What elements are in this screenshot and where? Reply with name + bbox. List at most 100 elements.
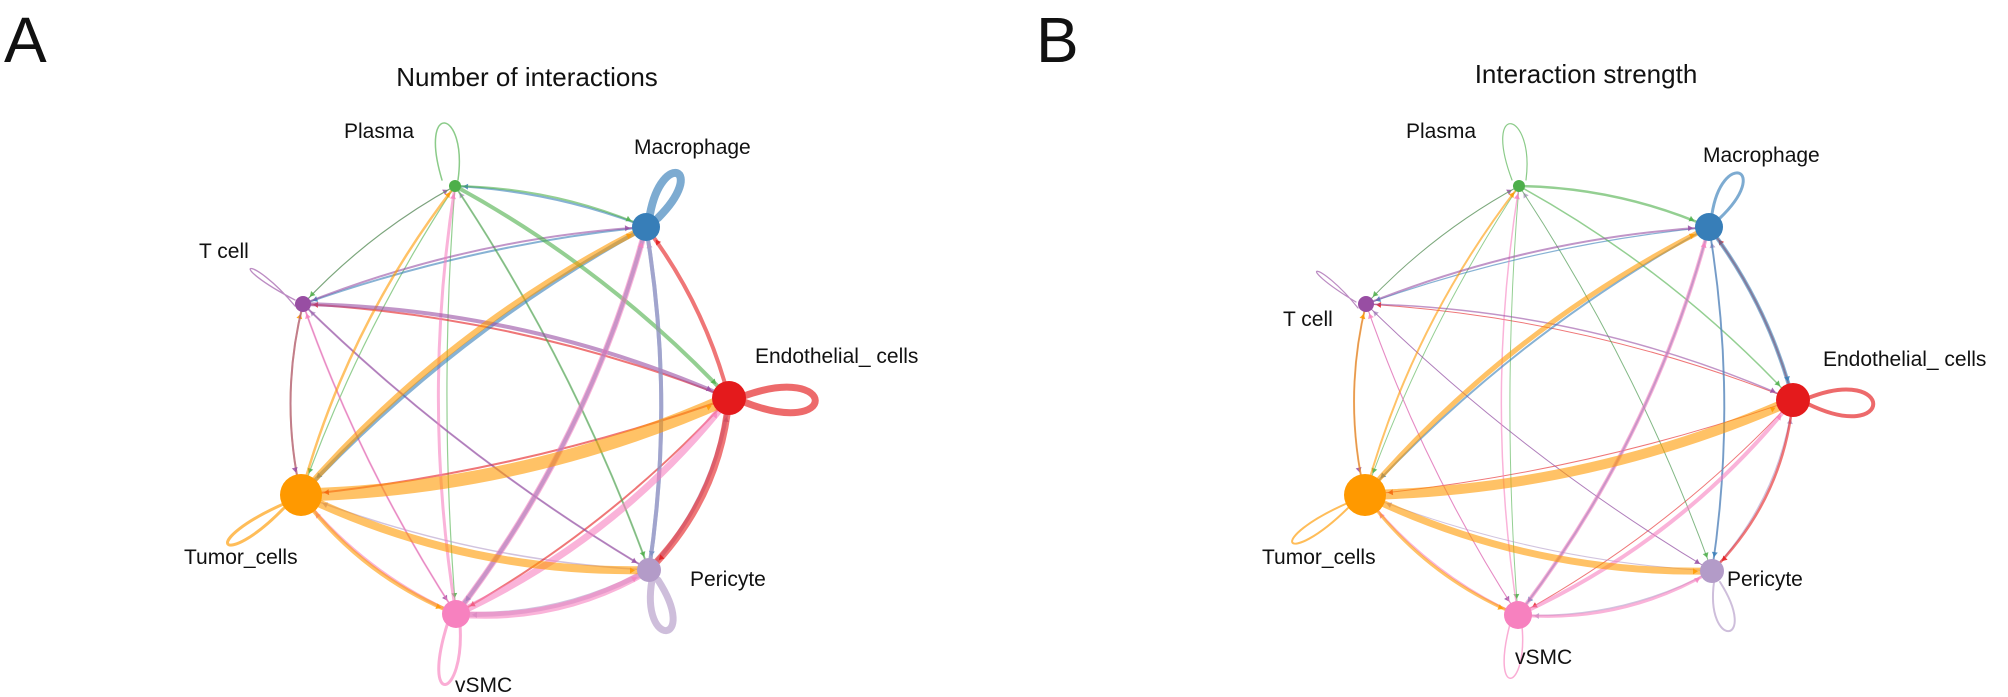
edge-tcell-to-tumor [289, 303, 304, 496]
self-loop-plasma [1502, 123, 1528, 181]
arrowhead-plasma-to-tcell [309, 290, 316, 297]
node-endo [712, 381, 746, 415]
edge-tcell-to-endo [301, 302, 731, 400]
arrowhead-tcell-to-pericyte [1694, 558, 1700, 564]
node-label-tumor-cells: Tumor_cells [1262, 546, 1376, 569]
panel-b: B Interaction strength Plasma Macrophage… [1036, 4, 1986, 679]
self-loop-vsmc [437, 620, 462, 686]
arrowhead-pericyte-to-macrophage [646, 242, 653, 249]
arrowhead-tumor-to-pericyte [629, 567, 636, 574]
node-label-tumor-cells: Tumor_cells [184, 546, 298, 569]
edge-tcell-to-plasma [302, 185, 456, 305]
edge-tumor-to-plasma [299, 184, 457, 497]
edge-vsmc-to-tcell [302, 303, 457, 615]
edge-tumor-to-vsmc [1363, 493, 1520, 617]
self-loop-tumor [226, 500, 290, 547]
arrowhead-tumor-to-endo [705, 405, 712, 411]
arrowhead-tumor-to-macrophage [1688, 233, 1695, 240]
edge-vsmc-to-pericyte [1516, 569, 1714, 618]
edge-plasma-to-vsmc [446, 185, 457, 615]
edge-endo-to-vsmc [1517, 399, 1794, 616]
node-tumor [280, 474, 322, 516]
arrowhead-tumor-to-endo [1769, 406, 1776, 413]
node-label-vsmc: vSMC [455, 674, 512, 697]
arrowhead-macrophage-to-endo [1784, 376, 1790, 382]
edge-tcell-to-vsmc [302, 303, 457, 615]
edge-tumor-to-plasma [1364, 185, 1520, 496]
panel-b-letter: B [1036, 4, 1079, 76]
self-loop-endo [740, 383, 819, 417]
edge-vsmc-to-endo [1516, 398, 1795, 617]
arrowhead-tcell-to-macrophage [1687, 225, 1694, 232]
edge-tumor-to-macrophage [298, 224, 649, 498]
arrowhead-tumor-to-plasma [1508, 192, 1515, 199]
arrowhead-tumor-to-pericyte [1692, 568, 1699, 575]
arrowhead-tumor-to-vsmc [1497, 604, 1504, 610]
panel-a: A Number of interactions Plasma Macropha… [4, 4, 918, 697]
node-endo [1776, 383, 1810, 417]
panel-b-edges [1353, 184, 1798, 620]
arrowhead-tcell-to-pericyte [631, 557, 637, 563]
arrowhead-endo-to-pericyte [658, 554, 665, 561]
panel-b-nodes [1344, 180, 1810, 629]
arrowhead-tcell-to-tumor [291, 467, 298, 473]
edge-endo-to-tcell [1365, 303, 1794, 401]
arrowhead-vsmc-to-endo [1775, 414, 1782, 421]
edge-plasma-to-vsmc [1509, 185, 1520, 616]
edge-vsmc-to-endo [452, 394, 733, 618]
edge-tcell-to-endo [1365, 303, 1794, 401]
arrowhead-plasma-to-tcell [1372, 291, 1379, 297]
edge-endo-to-pericyte [1710, 398, 1795, 573]
self-loop-tumor [1291, 501, 1351, 545]
panel-a-nodes [280, 180, 746, 628]
node-tumor [1344, 474, 1386, 516]
edge-endo-to-tumor [1364, 399, 1794, 496]
node-label-endothelial-cells: Endothelial_ cells [755, 345, 918, 368]
node-label-pericyte: Pericyte [1727, 568, 1803, 591]
edge-plasma-to-endo [453, 184, 731, 400]
arrowhead-tcell-to-macrophage [624, 225, 631, 232]
edge-tumor-to-endo [294, 391, 736, 502]
node-label-plasma: Plasma [344, 120, 414, 143]
edge-macrophage-to-tcell [302, 226, 647, 305]
panel-a-node-labels: Plasma Macrophage T cell Endothelial_ ce… [184, 120, 918, 697]
edge-tumor-to-vsmc [299, 493, 458, 616]
edge-vsmc-to-tumor [299, 493, 458, 616]
node-macrophage [1695, 213, 1723, 241]
edge-tcell-to-pericyte [302, 303, 650, 571]
arrowhead-tumor-to-vsmc [435, 603, 442, 609]
node-pericyte [1700, 559, 1724, 583]
edge-vsmc-to-macrophage [453, 224, 649, 617]
self-loop-pericyte [1712, 581, 1736, 633]
arrowhead-plasma-to-macrophage [1688, 215, 1695, 222]
node-tcell [295, 296, 311, 312]
edge-tumor-to-pericyte [297, 491, 653, 575]
self-loop-tcell [1315, 270, 1359, 309]
arrowhead-vsmc-to-macrophage [1700, 242, 1707, 249]
panel-b-self-loops [1291, 123, 1876, 679]
panel-a-self-loops [226, 122, 819, 686]
edge-endo-to-tcell [302, 303, 730, 399]
node-label-macrophage: Macrophage [1703, 144, 1820, 167]
node-label-pericyte: Pericyte [690, 568, 766, 591]
node-label-t-cell: T cell [199, 240, 249, 263]
panel-a-letter: A [4, 4, 47, 76]
edge-vsmc-to-macrophage [1516, 225, 1711, 617]
arrowhead-tcell-to-endo [705, 385, 712, 392]
node-label-vsmc: vSMC [1515, 646, 1572, 669]
edge-tcell-to-pericyte [1365, 303, 1713, 572]
edge-tcell-to-macrophage [302, 226, 647, 305]
node-macrophage [632, 213, 660, 241]
edge-plasma-to-macrophage [1517, 184, 1711, 229]
arrowhead-vsmc-to-pericyte [1694, 578, 1700, 584]
edge-vsmc-to-pericyte [452, 566, 653, 619]
arrowhead-plasma-to-pericyte [1702, 552, 1709, 558]
node-vsmc [442, 600, 470, 628]
edge-endo-to-pericyte [645, 394, 733, 574]
arrowhead-endo-to-pericyte [1721, 555, 1728, 562]
node-vsmc [1504, 601, 1532, 629]
panel-b-node-labels: Plasma Macrophage T cell Endothelial_ ce… [1262, 120, 1986, 669]
edge-plasma-to-endo [1518, 185, 1794, 401]
edge-plasma-to-macrophage [454, 185, 647, 228]
